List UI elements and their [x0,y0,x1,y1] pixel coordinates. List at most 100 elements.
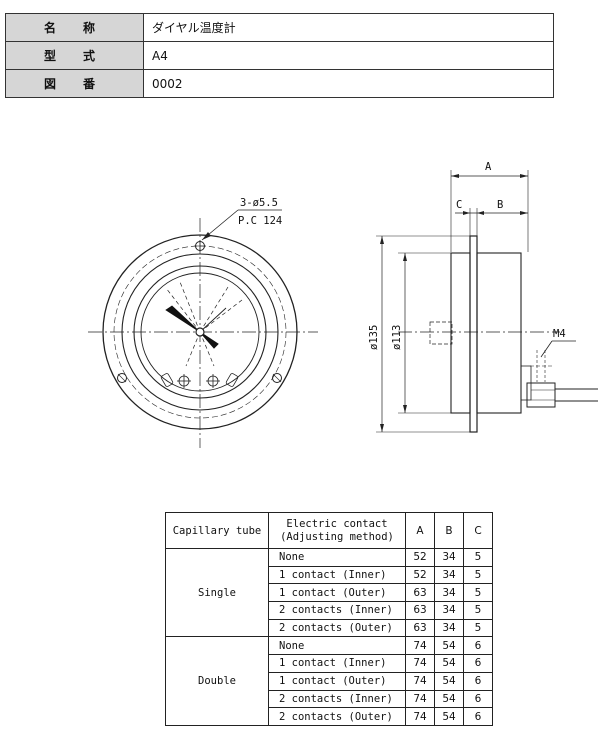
title-value-name: ダイヤル温度計 [143,13,554,42]
mounting-holes [117,240,282,383]
title-label-name: 名称 [5,13,144,42]
capillary-connector [520,350,598,408]
capillary-double: Double [165,636,269,726]
value-b: 34 [434,565,464,585]
flange-outer-circle [102,234,298,430]
value-c: 5 [463,565,493,585]
title-block: 名称 ダイヤル温度計 型式 A4 図番 0002 [5,13,554,98]
contact-cell: 1 contact (Outer) [268,583,406,603]
dim-c-label: C [456,199,462,211]
table-row: 2 contacts (Outer) 63 34 5 [166,618,493,638]
contact-cell: 1 contact (Outer) [268,671,406,691]
thread-label: M4 [553,328,566,340]
contact-cell: None [268,636,406,656]
value-a: 63 [405,618,435,638]
dim-a-label: A [485,161,492,173]
technical-drawing: 3-ø5.5 P.C 124 M4 [88,161,598,448]
pointer-tail [199,331,219,349]
header-electric-2: (Adjusting method) [280,530,394,543]
value-c: 5 [463,548,493,567]
value-a: 74 [405,654,435,673]
header-a: A [405,512,435,549]
thread-note: M4 [540,328,576,358]
spec-header-row: Capillary tube Electric contact (Adjusti… [165,512,493,549]
header-electric-contact: Electric contact (Adjusting method) [268,512,406,549]
side-flange [469,235,478,433]
hole-note-text-2: P.C 124 [238,215,282,227]
dimension-c-b: C B [455,199,528,236]
title-label-drawing-no: 図番 [5,69,144,98]
mounting-hole-right [272,373,282,383]
pointer-hub [195,327,205,337]
contact-cell: 1 contact (Inner) [268,654,406,673]
dim-b-label: B [497,199,503,211]
pitch-circle [113,245,287,419]
label-char: 名 [44,21,57,35]
main-pointer [165,305,201,333]
label-char: 図 [44,77,57,91]
value-c: 5 [463,601,493,620]
value-b: 34 [434,618,464,638]
dial-outer-circle [133,265,267,399]
side-body [476,252,522,414]
value-c: 6 [463,654,493,673]
dim-outer-diameter: ø135 [368,325,380,350]
dial-scale-lines [165,281,243,367]
value-c: 5 [463,583,493,603]
value-b: 34 [434,583,464,603]
title-label-model: 型式 [5,41,144,70]
title-row-model: 型式 A4 [5,41,554,70]
value-b: 54 [434,671,464,691]
table-row: Single None 52 34 5 [165,547,493,638]
value-a: 74 [405,689,435,709]
value-a: 63 [405,583,435,603]
value-a: 74 [405,671,435,691]
table-row: 1 contact (Inner) 74 54 6 [166,654,493,673]
dimension-diameters: ø135 ø113 [368,235,470,433]
title-row-name: 名称 ダイヤル温度計 [5,13,554,42]
hole-note-text-1: 3-ø5.5 [240,197,278,209]
value-a: 74 [405,707,435,726]
header-b: B [434,512,464,549]
contact-cell: 2 contacts (Outer) [268,707,406,726]
title-value-model: A4 [143,41,554,70]
label-char: 型 [44,49,57,63]
value-c: 6 [463,707,493,726]
gauge-pointers [165,305,227,349]
value-a: 63 [405,601,435,620]
front-view: 3-ø5.5 P.C 124 [88,197,318,448]
header-capillary: Capillary tube [165,512,269,549]
mounting-hole-left [117,373,127,383]
value-b: 54 [434,654,464,673]
title-row-drawing-no: 図番 0002 [5,69,554,98]
dim-inner-diameter: ø113 [391,325,403,350]
header-c: C [463,512,493,549]
value-b: 34 [434,601,464,620]
bezel-circle [121,253,279,411]
value-c: 6 [463,636,493,656]
table-row: Double None 74 54 6 [165,636,493,726]
label-char: 番 [82,77,95,91]
hole-note: 3-ø5.5 P.C 124 [201,197,282,241]
table-row: 1 contact (Inner) 52 34 5 [166,565,493,585]
contact-pins [160,373,239,388]
secondary-pointer [199,307,227,333]
spec-table: Capillary tube Electric contact (Adjusti… [165,512,493,726]
title-value-drawing-no: 0002 [143,69,554,98]
value-b: 54 [434,689,464,709]
value-b: 54 [434,707,464,726]
dial-inner-circle [140,272,260,392]
side-bezel [450,252,471,414]
label-char: 称 [82,21,95,35]
contact-cell: 2 contacts (Inner) [268,689,406,709]
value-b: 54 [434,636,464,656]
contact-cell: 2 contacts (Inner) [268,601,406,620]
value-c: 6 [463,671,493,691]
table-row: 2 contacts (Inner) 74 54 6 [166,689,493,709]
capillary-single: Single [165,547,269,638]
value-a: 52 [405,548,435,567]
contact-cell: None [268,548,406,567]
value-b: 34 [434,548,464,567]
table-row: 2 contacts (Inner) 63 34 5 [166,601,493,620]
value-a: 74 [405,636,435,656]
